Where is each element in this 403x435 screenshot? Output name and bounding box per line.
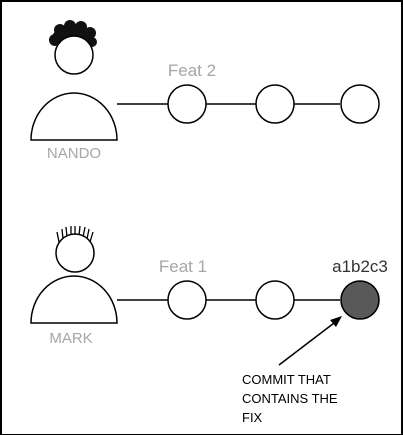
annotation-line-3: FIX <box>242 410 263 425</box>
commit-node <box>167 280 207 320</box>
developer-mark: MARK Feat 1 a1b2c3 <box>30 225 388 347</box>
developer-nando: NANDO Feat 2 <box>30 20 380 162</box>
commit-node <box>255 280 295 320</box>
spiky-hair <box>56 225 94 243</box>
annotation-arrowhead <box>330 316 342 327</box>
person-body <box>30 92 118 141</box>
fix-commit-node <box>340 280 380 320</box>
commit-hash-label: a1b2c3 <box>332 257 388 276</box>
branch-label: Feat 1 <box>159 257 207 276</box>
person-head <box>54 35 94 75</box>
commit-node <box>340 84 380 124</box>
branch-label: Feat 2 <box>168 61 216 80</box>
fix-annotation: COMMIT THAT CONTAINS THE FIX <box>242 316 342 425</box>
person-head <box>55 233 95 273</box>
annotation-arrow-line <box>278 319 339 366</box>
commit-node <box>167 84 207 124</box>
developer-name: NANDO <box>47 145 101 162</box>
commit-node <box>255 84 295 124</box>
annotation-line-1: COMMIT THAT <box>242 372 331 387</box>
developer-name: MARK <box>49 330 92 347</box>
annotation-line-2: CONTAINS THE <box>242 391 338 406</box>
person-body <box>30 275 118 324</box>
